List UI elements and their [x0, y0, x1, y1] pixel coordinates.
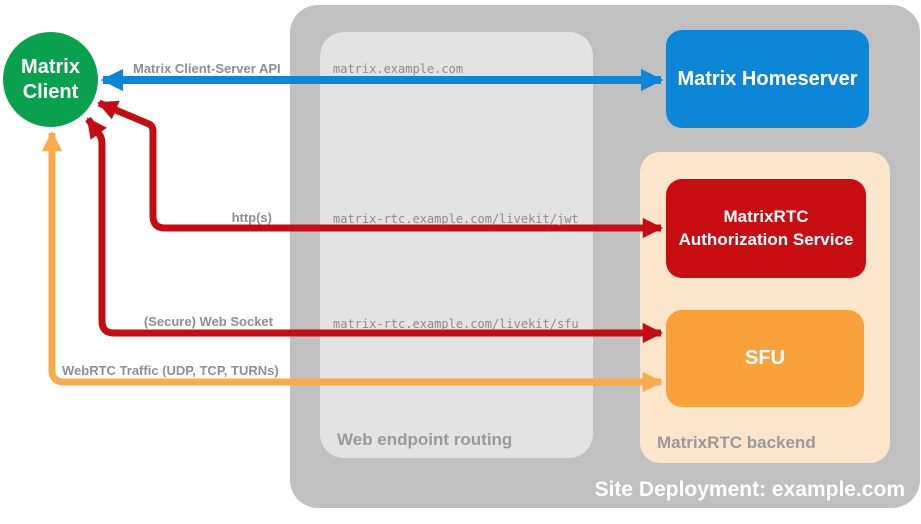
client-server-api-arrow-label: Matrix Client-Server API: [133, 61, 281, 76]
sfu-node: SFU: [666, 310, 864, 407]
https-arrow-label: http(s): [231, 210, 272, 225]
websocket-arrow-label: (Secure) Web Socket: [143, 314, 273, 329]
sfu-label: SFU: [745, 347, 785, 369]
webrtc-traffic-arrow-label: WebRTC Traffic (UDP, TCP, TURNs): [62, 363, 279, 378]
endpoint-livekit-jwt: matrix-rtc.example.com/livekit/jwt: [333, 212, 579, 226]
site-deployment-label: Site Deployment: example.com: [594, 478, 905, 501]
web-endpoint-routing-box: Web endpoint routing: [320, 32, 593, 458]
routing-box-label: Web endpoint routing: [337, 430, 513, 449]
matrix-client-node: Matrix Client: [3, 32, 98, 127]
matrixrtc-authorization-service-label: MatrixRTC Authorization Service: [678, 206, 854, 249]
matrix-homeserver-label: Matrix Homeserver: [677, 67, 858, 90]
backend-box-label: MatrixRTC backend: [657, 433, 816, 452]
endpoint-matrix-example-com: matrix.example.com: [333, 62, 464, 76]
matrix-homeserver-node: Matrix Homeserver: [666, 30, 869, 128]
endpoint-livekit-sfu: matrix-rtc.example.com/livekit/sfu: [333, 317, 579, 331]
matrixrtc-authorization-service-node: MatrixRTC Authorization Service: [666, 179, 866, 278]
